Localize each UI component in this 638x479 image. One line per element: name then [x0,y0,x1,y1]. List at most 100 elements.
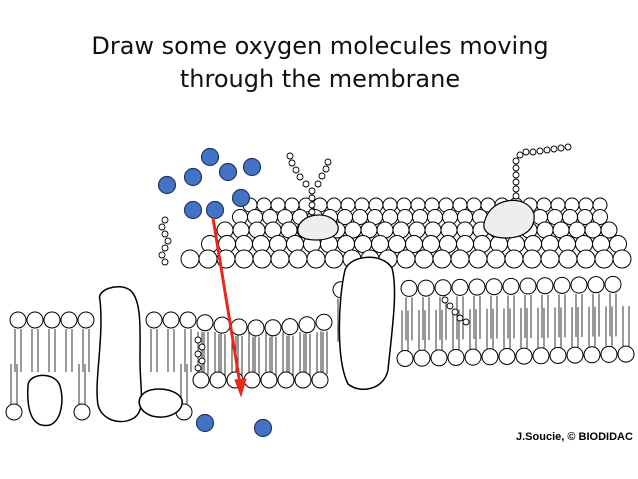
phospholipid-head [594,249,614,269]
sugar-unit [512,185,520,193]
arrow-head [234,378,247,398]
sugar-unit [194,364,202,372]
sugar-unit [536,147,544,155]
phospholipid-head [540,249,560,269]
phospholipid-head [558,249,578,269]
sugar-unit [161,230,169,238]
membrane-proteins [27,199,535,427]
phospholipid-head [77,311,95,329]
sugar-unit [158,223,166,231]
oxygen-molecule [253,418,273,438]
sugar-unit [308,187,316,195]
sugar-unit [161,216,169,224]
sugar-unit [512,164,520,172]
transmembrane-protein-left [96,286,143,423]
title-line-1: Draw some oxygen molecules moving [91,32,549,60]
sugar-unit [198,357,206,365]
phospholipid-head [196,314,214,332]
sugar-unit [451,308,459,316]
phospholipid-head [277,371,295,389]
sugar-unit [324,158,332,166]
phospholipid-head [570,276,588,294]
phospholipid-head [414,249,434,269]
phospholipid-head [583,346,601,364]
phospholipid-head [260,371,278,389]
phospholipid-head [485,278,503,296]
sugar-unit [308,201,316,209]
phospholipid-head [26,311,44,329]
phospholipid-head [502,277,520,295]
phospholipid-head [162,311,180,329]
peripheral-protein-bottom [138,388,183,418]
phospholipid-head [451,278,469,296]
phospholipid-head [213,316,231,334]
phospholipid-head [553,276,571,294]
phospholipid-head [600,345,618,363]
phospholipid-head [145,311,163,329]
phospholipid-head [617,345,635,363]
oxygen-molecule [183,167,203,187]
transmembrane-protein-center [338,256,396,390]
oxygen-molecule [183,200,203,220]
phospholipid-head [243,371,261,389]
phospholipid-head [468,278,486,296]
oxygen-molecule [157,175,177,195]
phospholipid-head [286,235,304,253]
sugar-unit [441,296,449,304]
title-line-2: through the membrane [179,65,461,93]
phospholipid-head [536,277,554,295]
oxygen-molecule [242,157,262,177]
sugar-unit [161,244,169,252]
sugar-unit [164,237,172,245]
phospholipid-head [315,313,333,331]
phospholipid-head [281,318,299,336]
phospholipid-head [519,277,537,295]
oxygen-molecule [205,200,225,220]
phospholipid-head [264,319,282,337]
phospholipid-head [288,249,308,269]
phospholipid-head [498,347,516,365]
phospholipid-head [306,249,326,269]
sugar-unit [288,159,296,167]
phospholipid-head [413,349,431,367]
phospholipid-head [9,311,27,329]
sugar-unit [564,143,572,151]
glycoprotein-base-left [297,214,339,241]
oxygen-molecule [218,162,238,182]
phospholipid-head [209,371,227,389]
phospholipid-head [430,349,448,367]
phospholipid-head [587,276,605,294]
phospholipid-head [522,249,542,269]
phospholipid-head [179,311,197,329]
phospholipid-head [434,279,452,297]
phospholipid-head [504,249,524,269]
phospholipid-head [192,371,210,389]
phospholipid-head [432,249,452,269]
phospholipid-head [270,249,290,269]
sugar-unit [516,151,524,159]
sugar-unit [161,258,169,266]
phospholipid-head [5,403,23,421]
phospholipid-head [230,318,248,336]
sugar-unit [529,148,537,156]
sugar-unit [314,180,322,188]
peripheral-protein-left [27,374,63,427]
phospholipid-head [60,311,78,329]
phospholipid-head [532,347,550,365]
sugar-unit [557,144,565,152]
sugar-unit [512,157,520,165]
oxygen-molecule [231,188,251,208]
sugar-unit [322,165,330,173]
phospholipid-head [73,403,91,421]
sugar-unit [512,171,520,179]
sugar-unit [318,172,326,180]
phospholipid-head [294,371,312,389]
phospholipid-head [234,249,254,269]
phospholipid-head [612,249,632,269]
phospholipid-head [515,347,533,365]
phospholipid-head [576,249,596,269]
sugar-unit [512,192,520,200]
image-credit: J.Soucie, © BIODIDAC [516,431,633,443]
oxygen-molecules [157,147,273,438]
